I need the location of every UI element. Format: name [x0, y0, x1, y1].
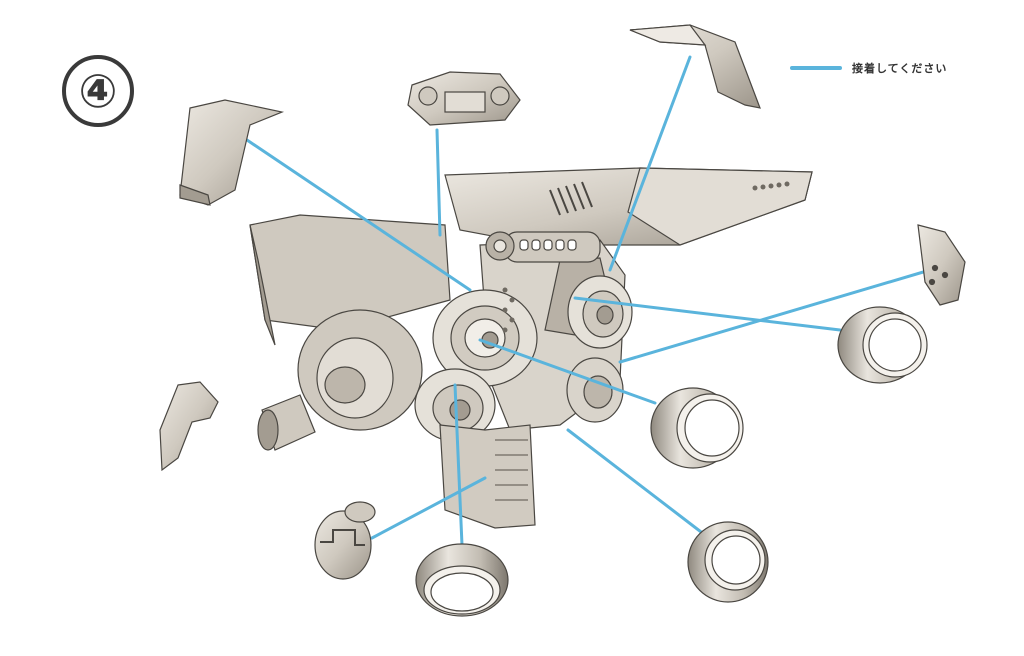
glue-lines — [245, 55, 932, 547]
ring-part-b — [650, 387, 744, 469]
legend-glue-line-swatch — [790, 66, 842, 70]
ring-part-d — [415, 543, 509, 617]
ring-part-a — [837, 306, 928, 384]
top-latch-part — [407, 71, 521, 126]
upper-left-arm-plate-part — [179, 99, 285, 206]
right-side-cap-part — [917, 224, 966, 306]
step-number-badge: ④ — [62, 55, 134, 127]
left-side-cap-part — [159, 381, 219, 472]
lower-left-cap-part — [314, 501, 376, 580]
legend: 接着してください — [790, 60, 947, 76]
upper-right-arm-plate-part — [629, 24, 761, 109]
main-assembly — [249, 167, 813, 529]
legend-label: 接着してください — [852, 62, 948, 75]
ring-part-c — [687, 521, 769, 603]
